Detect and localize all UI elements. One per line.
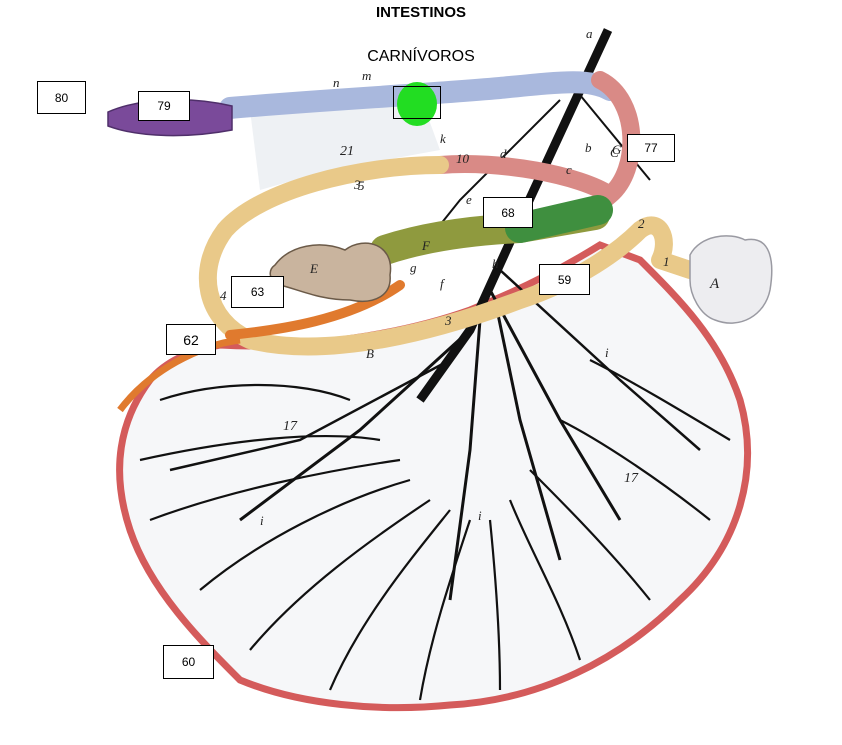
label-box-80: 80 [37, 81, 86, 114]
label-m: m [362, 68, 371, 83]
label-3a: 3 [444, 313, 452, 328]
diagram-title: INTESTINOS [375, 4, 466, 21]
label-n: n [333, 75, 340, 90]
label-17a: 17 [283, 419, 298, 434]
label-B: B [366, 346, 374, 361]
label-21: 21 [340, 144, 354, 159]
duodenum [198, 156, 699, 356]
label-i-1: i [260, 513, 264, 528]
label-17b: 17 [624, 471, 639, 486]
mesenteric-vessels [169, 28, 701, 601]
label-box-60: 60 [163, 645, 214, 679]
label-i-2: i [478, 508, 482, 523]
colon-green-segment [505, 195, 613, 243]
mesocolon [250, 95, 440, 190]
label-2: 2 [638, 216, 645, 231]
label-box-marker [393, 86, 441, 119]
cecum [269, 242, 392, 302]
label-5: 5 [358, 178, 365, 193]
label-E: E [309, 261, 318, 276]
label-a: a [586, 26, 593, 41]
label-C: C [610, 145, 619, 160]
transverse-colon [431, 71, 641, 207]
label-i-3: i [605, 345, 609, 360]
diagram-subtitle: CARNÍVOROS [367, 48, 475, 65]
label-g: g [410, 260, 417, 275]
label-box-68: 68 [483, 197, 533, 228]
label-box-59: 59 [539, 264, 590, 295]
jejunal-loops [139, 359, 731, 701]
label-b: b [585, 140, 592, 155]
label-1: 1 [663, 254, 670, 269]
descending-colon [219, 71, 621, 119]
diagram-labels: a b c d e f g h i i i k m n A B C E F G … [220, 26, 720, 528]
ileum-border [117, 336, 241, 413]
label-4: 4 [220, 288, 227, 303]
label-d: d [500, 146, 507, 161]
label-f: f [440, 276, 446, 291]
label-box-79: 79 [138, 91, 190, 121]
green-marker [397, 82, 437, 126]
label-3b: 3 [353, 177, 361, 192]
label-e: e [466, 192, 472, 207]
label-k: k [440, 131, 446, 146]
label-box-77: 77 [627, 134, 675, 162]
label-box-62: 62 [166, 324, 216, 355]
label-10: 10 [456, 151, 470, 166]
label-G: G [612, 142, 622, 157]
label-A: A [709, 276, 720, 292]
label-F: F [421, 238, 431, 253]
label-box-63: 63 [231, 276, 284, 308]
label-c: c [566, 162, 572, 177]
stomach [689, 235, 773, 324]
label-h: h [492, 256, 499, 271]
